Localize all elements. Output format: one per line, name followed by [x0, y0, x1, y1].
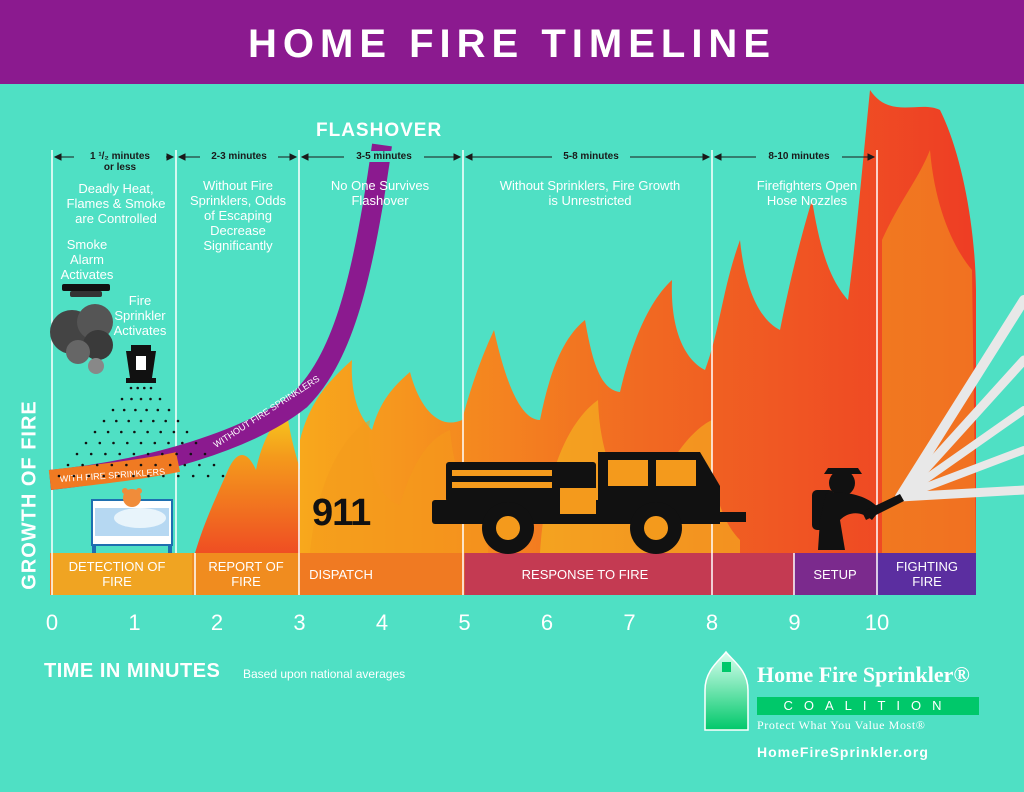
- duration-arrows: [53, 153, 876, 161]
- duration-label-3: 3-5 minutes: [344, 151, 424, 162]
- x-tick-4: 4: [375, 610, 389, 635]
- description-3: No One Survives Flashover: [330, 178, 430, 208]
- x-tick-9: 9: [788, 610, 801, 635]
- sprinkler-activates-label: Fire Sprinkler Activates: [113, 293, 167, 338]
- stage-report: REPORT OF FIRE: [208, 559, 284, 589]
- description-1: Deadly Heat, Flames & Smoke are Controll…: [66, 181, 166, 226]
- stage-fighting: FIGHTING FIRE: [895, 559, 959, 589]
- firefighter-icon: [812, 468, 904, 550]
- stage-segment-4: [794, 553, 877, 595]
- smoke-cloud-icon: [50, 304, 113, 374]
- stage-segment-0: [52, 553, 193, 595]
- x-tick-1: 1: [128, 610, 141, 635]
- x-tick-2: 2: [210, 610, 224, 635]
- duration-label-5: 8-10 minutes: [756, 151, 842, 162]
- logo-coalition: COALITION: [757, 697, 979, 715]
- duration-label-2: 2-3 minutes: [200, 151, 278, 162]
- stage-dispatch: DISPATCH: [309, 567, 373, 582]
- page-title: HOME FIRE TIMELINE: [248, 22, 776, 66]
- logo-mark-icon: [704, 650, 749, 731]
- smoke-alarm-label: Smoke Alarm Activates: [60, 237, 114, 282]
- x-tick-3: 3: [293, 610, 306, 635]
- fire-truck-icon: [432, 452, 746, 554]
- description-5: Firefighters Open Hose Nozzles: [756, 178, 858, 208]
- hose-spray: [895, 295, 1024, 502]
- stage-response: RESPONSE TO FIRE: [521, 567, 649, 582]
- stage-segment-1: [192, 553, 300, 595]
- stage-setup: SETUP: [813, 567, 857, 582]
- x-tick-8: 8: [705, 610, 719, 635]
- bed-icon: [91, 488, 173, 553]
- x-tick-0: 0: [45, 610, 59, 635]
- x-axis-label: TIME IN MINUTES: [44, 660, 221, 682]
- duration-label-1-sub: or less: [103, 162, 137, 173]
- x-axis-note: Based upon national averages: [243, 667, 406, 681]
- x-tick-5: 5: [458, 610, 471, 635]
- duration-label-1: 1 ¹/₂ minutes or less: [74, 151, 166, 173]
- duration-label-1-line: 1 ¹/₂ minutes: [89, 151, 150, 162]
- x-tick-7: 7: [623, 610, 636, 635]
- stage-segment-3: [464, 553, 795, 595]
- x-tick-6: 6: [540, 610, 554, 635]
- stage-segment-2: [299, 553, 465, 595]
- smoke-alarm-icon: [62, 284, 110, 297]
- stage-detection: DETECTION OF FIRE: [68, 559, 166, 589]
- x-tick-10: 10: [864, 610, 890, 635]
- description-4: Without Sprinklers, Fire Growth is Unres…: [499, 178, 681, 208]
- description-2: Without Fire Sprinklers, Odds of Escapin…: [189, 178, 287, 253]
- duration-label-4: 5-8 minutes: [552, 151, 630, 162]
- y-axis-label: GROWTH OF FIRE: [18, 400, 41, 590]
- sprinkler-head-icon: [126, 345, 156, 383]
- title-banner: HOME FIRE TIMELINE: [0, 0, 1024, 84]
- emergency-number: 911: [312, 492, 371, 534]
- logo-name: Home Fire Sprinkler®: [757, 662, 970, 687]
- stage-segment-5: [877, 553, 976, 595]
- flashover-label: FLASHOVER: [316, 120, 443, 141]
- with-sprinklers-curve: [48, 452, 181, 490]
- sprinkler-spray: [57, 386, 225, 478]
- logo-url[interactable]: HomeFireSprinkler.org: [757, 744, 929, 760]
- logo-tagline: Protect What You Value Most®: [757, 718, 926, 732]
